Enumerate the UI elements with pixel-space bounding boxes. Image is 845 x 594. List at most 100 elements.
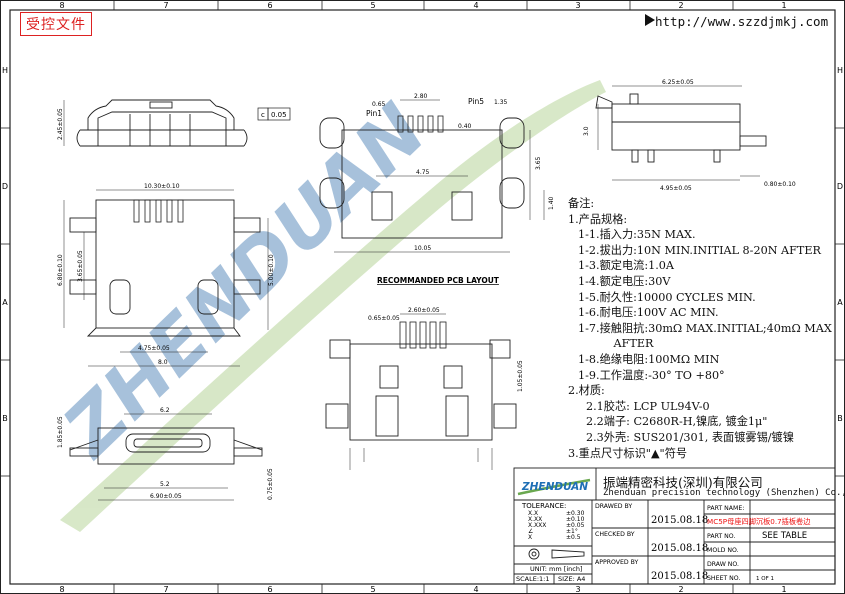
spec-item: 1-1.插入力:35N MAX.	[578, 228, 696, 242]
dim-pcb-pitch: 2.60±0.05	[408, 307, 440, 314]
spec-item: 1-3.额定电流:1.0A	[578, 259, 674, 273]
material-item: 2.3外壳: SUS201/301, 表面镀雾锡/镀镍	[586, 430, 794, 444]
spec-item: 1-8.绝缘电阻:100MΩ MIN	[578, 352, 720, 366]
column-label: 5	[370, 1, 375, 10]
tolerance-value: ±1°	[566, 528, 578, 535]
row-label: A	[837, 298, 843, 307]
part-name: MC5P母座四脚沉板0.7插板卷边	[707, 517, 810, 526]
dim-front-inner: 6.2	[160, 407, 170, 414]
dim-side-pitch: 2.80	[414, 93, 428, 100]
column-label: 6	[267, 1, 272, 10]
column-label: 3	[575, 585, 580, 594]
material-title: 2.材质:	[568, 384, 605, 398]
column-label: 4	[473, 585, 478, 594]
plan-view	[63, 189, 269, 367]
pcb-layout	[325, 313, 517, 470]
part-no-label: PART NO.	[707, 533, 735, 540]
top-view	[63, 99, 291, 147]
dim-right-top: 6.25±0.05	[662, 79, 694, 86]
dim-right-height: 3.0	[583, 126, 590, 136]
approved-date: 2015.08.18	[651, 571, 708, 582]
row-label: D	[837, 182, 843, 191]
row-label: H	[837, 66, 843, 75]
spec-list: 1-1.插入力:35N MAX.1-2.拔出力:10N MIN.INITIAL …	[568, 227, 832, 383]
column-label: 3	[575, 1, 580, 10]
row-labels-left: H D A B	[2, 66, 8, 423]
drawn-date: 2015.08.18	[651, 515, 708, 526]
row-label: B	[837, 414, 843, 423]
tolerance-value: ±0.05	[566, 522, 585, 529]
company-name-cn: 振端精密科技(深圳)有限公司	[603, 475, 763, 490]
draw-no-label: DRAW NO.	[707, 561, 739, 568]
dim-flatness: 0.05	[271, 111, 287, 119]
checked-by-label: CHECKED BY	[595, 531, 635, 538]
row-label: B	[2, 414, 8, 423]
dim-plan-height: 6.80±0.10	[57, 254, 64, 286]
column-label: 2	[678, 585, 683, 594]
notes-block: 备注: 1.产品规格: 1-1.插入力:35N MAX.1-2.拔出力:10N …	[568, 196, 832, 461]
company-logo: ZHENDUAN	[521, 481, 588, 493]
spec-item: 1-2.拔出力:10N MIN.INITIAL 8-20N AFTER	[578, 243, 821, 257]
part-name-label: PART NAME:	[707, 505, 744, 512]
dim-plan-width: 10.30±0.10	[144, 183, 180, 190]
row-label: A	[2, 298, 8, 307]
tolerance-value: ±0.10	[566, 516, 585, 523]
dim-side-pad: 0.40	[458, 123, 472, 130]
mold-no-label: MOLD NO.	[707, 547, 739, 554]
scale-label: SCALE:1:1	[516, 575, 550, 583]
sheet-no: 1 OF 1	[756, 576, 774, 582]
tolerance-key: ∠	[528, 528, 533, 535]
tolerance-key: X.XX	[528, 516, 542, 523]
tolerance-key: X.XXX	[528, 522, 546, 529]
dim-pcb-top: 0.65±0.05	[368, 315, 400, 322]
dim-right-bottom: 4.95±0.05	[660, 185, 692, 192]
spec-title: 1.产品规格:	[568, 212, 628, 226]
dim-top-view-height: 2.45±0.05	[57, 108, 64, 140]
spec-item: 1-5.耐久性:10000 CYCLES MIN.	[578, 290, 756, 304]
notes-heading: 备注:	[568, 197, 595, 210]
dim-plan-right: 5.00±0.10	[268, 254, 275, 286]
dim-plan-inner: 3.65±0.05	[77, 250, 84, 282]
side-view	[319, 99, 545, 253]
front-view	[69, 413, 263, 501]
company-url[interactable]: http://www.szzdjmkj.com	[655, 14, 829, 29]
controlled-document-stamp: 受控文件	[20, 12, 92, 36]
tolerance-key: X	[528, 534, 532, 541]
dim-plan-pitch: 4.75±0.05	[138, 345, 170, 352]
dim-front-side: 0.75±0.05	[267, 468, 274, 500]
material-item: 2.2端子: C2680R-H,镍底, 镀金1μ"	[586, 415, 768, 429]
column-label: 8	[59, 585, 64, 594]
dim-side-width: 4.75	[416, 169, 430, 176]
material-list: 2.1胶芯: LCP UL94V-0 2.2端子: C2680R-H,镍底, 镀金…	[568, 399, 832, 446]
pcb-layout-title: RECOMMANDED PCB LAYOUT	[377, 276, 500, 285]
unit-label: UNIT: mm [inch]	[530, 565, 582, 573]
dim-side-total: 10.05	[414, 245, 431, 252]
inner-frame	[9, 9, 836, 585]
row-label: H	[2, 66, 8, 75]
right-view	[595, 85, 767, 181]
mark-note: 3.重点尺寸标识"▲"符号	[568, 446, 688, 460]
logo-mark	[517, 478, 591, 496]
dim-plan-total: 8.0	[158, 359, 168, 366]
spec-item: 1-9.工作温度:-30° TO +80°	[578, 368, 725, 382]
size-label: SIZE: A4	[558, 575, 585, 583]
dim-pcb-side: 1.05±0.05	[517, 360, 524, 392]
row-label: D	[2, 182, 8, 191]
url-arrow-icon	[645, 14, 655, 26]
material-item: 2.1胶芯: LCP UL94V-0	[586, 399, 710, 413]
dim-right-side: 0.80±0.10	[764, 181, 796, 188]
part-no: SEE TABLE	[762, 531, 807, 541]
spec-item: 1-6.耐电压:100V AC MIN.	[578, 306, 719, 320]
dim-front-width: 6.90±0.05	[150, 493, 182, 500]
tolerance-value: ±0.5	[566, 534, 581, 541]
approved-by-label: APPROVED BY	[595, 559, 639, 566]
sheet-no-label: SHEET NO.	[707, 575, 740, 582]
column-label: 4	[473, 1, 478, 10]
spec-item: AFTER	[578, 337, 654, 351]
spec-item: 1-7.接触阻抗:30mΩ MAX.INITIAL;40mΩ MAX	[578, 321, 832, 335]
column-label: 2	[678, 1, 683, 10]
